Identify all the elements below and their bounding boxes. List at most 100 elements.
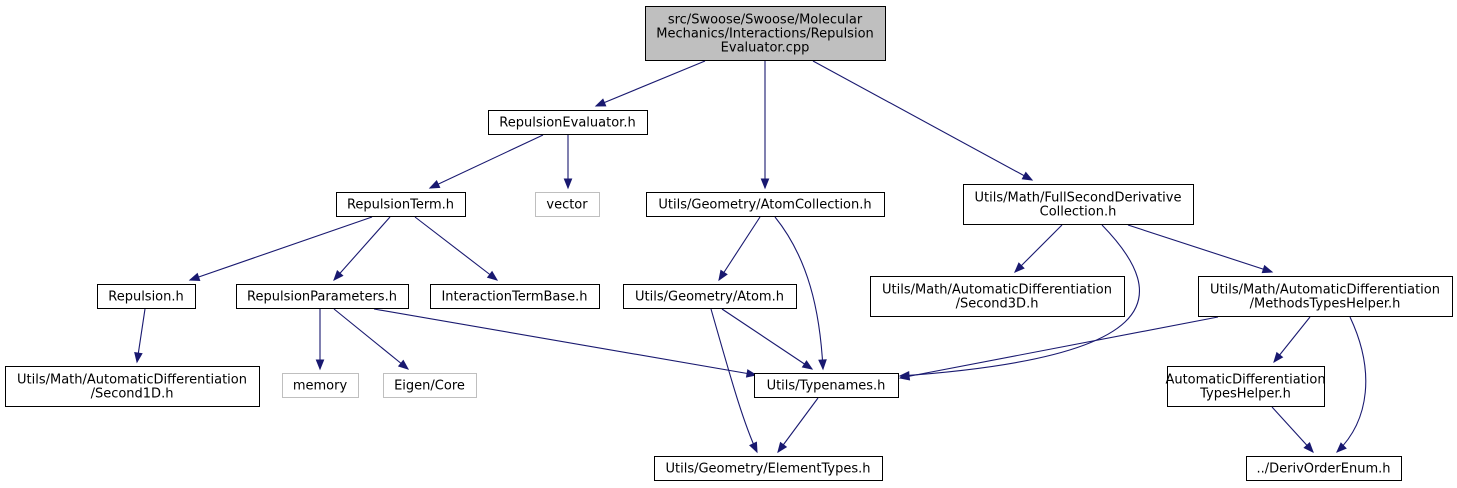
node-repulsion-term-h[interactable]: RepulsionTerm.h <box>336 192 466 217</box>
nodes-layer: src/Swoose/Swoose/MolecularMechanics/Int… <box>5 6 1453 481</box>
edges-layer <box>134 60 1367 454</box>
node-second1d-h[interactable]: Utils/Math/AutomaticDifferentiation/Seco… <box>5 366 260 407</box>
node-element-types-h[interactable]: Utils/Geometry/ElementTypes.h <box>654 456 883 481</box>
node-label-line: vector <box>546 198 588 213</box>
edge-methods_types_helper_h-to-ad_types_helper_h <box>1273 316 1311 364</box>
arrowhead <box>801 360 814 370</box>
edge-line <box>777 397 819 453</box>
node-second3d-h[interactable]: Utils/Math/AutomaticDifferentiation/Seco… <box>870 276 1125 317</box>
arrowhead <box>1336 442 1347 453</box>
node-repulsion-h[interactable]: Repulsion.h <box>97 284 196 309</box>
edge-line <box>1127 224 1273 273</box>
node-label-line: Utils/Geometry/AtomCollection.h <box>658 198 871 213</box>
node-box <box>646 192 885 217</box>
edge-line <box>1014 224 1063 273</box>
edge-repulsion_evaluator_h-to-repulsion_term_h <box>428 134 544 189</box>
edge-line <box>333 216 391 281</box>
node-atom-collection-h[interactable]: Utils/Geometry/AtomCollection.h <box>646 192 885 217</box>
edge-methods_types_helper_h-to-deriv_order_enum_h <box>1336 316 1367 453</box>
arrowhead <box>188 272 201 281</box>
edge-root-to-full_second_derivative_h <box>812 60 1034 181</box>
edge-line <box>373 308 757 376</box>
node-label-line: src/Swoose/Swoose/Molecular <box>668 13 863 28</box>
arrowhead <box>486 270 499 281</box>
edge-repulsion_term_h-to-repulsion_h <box>188 216 373 281</box>
edge-line <box>721 308 813 370</box>
edge-line <box>595 60 706 107</box>
edge-line <box>414 216 498 281</box>
edge-ad_types_helper_h-to-deriv_order_enum_h <box>1271 406 1314 453</box>
edge-repulsion_term_h-to-repulsion_parameters_h <box>333 216 391 282</box>
node-box <box>5 366 260 407</box>
edge-line <box>899 316 1219 379</box>
edge-line <box>774 216 824 370</box>
node-box <box>1167 366 1325 407</box>
node-label-line: TypesHelper.h <box>1199 387 1291 402</box>
node-box <box>535 192 600 217</box>
node-label-line: Utils/Math/AutomaticDifferentiation <box>17 373 247 388</box>
arrowhead <box>397 359 410 370</box>
node-box <box>383 373 477 398</box>
node-box <box>488 110 648 135</box>
node-repulsion-evaluator-h[interactable]: RepulsionEvaluator.h <box>488 110 648 135</box>
node-repulsion-parameters-h[interactable]: RepulsionParameters.h <box>236 284 409 309</box>
node-full-second-derivative-h[interactable]: Utils/Math/FullSecondDerivativeCollectio… <box>963 184 1194 225</box>
arrowhead <box>745 369 758 378</box>
node-label-line: Mechanics/Interactions/Repulsion <box>656 27 874 42</box>
node-typenames-h[interactable]: Utils/Typenames.h <box>754 373 899 398</box>
node-box <box>754 373 899 398</box>
arrowhead <box>1261 264 1274 274</box>
node-box <box>963 184 1194 225</box>
edge-line <box>1336 316 1367 453</box>
edge-atom_h-to-typenames_h <box>721 308 814 370</box>
node-deriv-order-enum-h[interactable]: ../DerivOrderEnum.h <box>1246 456 1402 481</box>
edge-repulsion_h-to-second1d_h <box>134 308 146 364</box>
node-vector[interactable]: vector <box>535 192 600 217</box>
node-label-line: /Second1D.h <box>91 387 174 402</box>
edge-line <box>718 216 761 281</box>
node-label-line: Utils/Typenames.h <box>767 379 886 394</box>
edge-root-to-repulsion_evaluator_h <box>594 60 706 107</box>
node-label-line: Utils/Math/FullSecondDerivative <box>975 191 1182 206</box>
edge-atom_collection_h-to-atom_h <box>718 216 761 282</box>
arrowhead <box>777 441 788 454</box>
node-eigen-core[interactable]: Eigen/Core <box>383 373 477 398</box>
edge-line <box>1273 316 1311 363</box>
arrowhead <box>1014 262 1025 273</box>
arrowhead <box>428 180 441 189</box>
node-label-line: Repulsion.h <box>108 290 184 305</box>
arrowhead <box>898 371 911 381</box>
node-box <box>623 284 797 309</box>
edge-methods_types_helper_h-to-typenames_h <box>898 316 1219 381</box>
node-box <box>645 6 886 61</box>
node-label-line: Utils/Math/AutomaticDifferentiation <box>1210 283 1440 298</box>
node-methods-types-helper-h[interactable]: Utils/Math/AutomaticDifferentiation/Meth… <box>1198 276 1453 317</box>
node-label-line: AutomaticDifferentiation <box>1165 373 1325 388</box>
edge-full_second_derivative_h-to-methods_types_helper_h <box>1127 224 1274 274</box>
node-interaction-term-base-h[interactable]: InteractionTermBase.h <box>430 284 600 309</box>
arrowhead <box>718 269 728 282</box>
node-box <box>1246 456 1402 481</box>
arrowhead <box>134 351 143 364</box>
node-box <box>282 373 359 398</box>
node-root[interactable]: src/Swoose/Swoose/MolecularMechanics/Int… <box>645 6 886 61</box>
edge-line <box>812 60 1033 181</box>
node-box <box>97 284 196 309</box>
node-label-line: Evaluator.cpp <box>721 41 810 56</box>
arrowhead <box>760 178 770 190</box>
node-box <box>1198 276 1453 317</box>
node-label-line: Utils/Geometry/Atom.h <box>635 290 784 305</box>
node-atom-h[interactable]: Utils/Geometry/Atom.h <box>623 284 797 309</box>
edge-line <box>899 224 1140 377</box>
edge-line <box>189 216 373 281</box>
node-label-line: RepulsionTerm.h <box>347 198 454 213</box>
node-label-line: InteractionTermBase.h <box>441 290 587 305</box>
node-memory[interactable]: memory <box>282 373 359 398</box>
node-label-line: ../DerivOrderEnum.h <box>1257 462 1391 477</box>
arrowhead <box>749 441 758 454</box>
arrowhead <box>594 98 607 107</box>
edge-atom_collection_h-to-typenames_h <box>774 216 827 371</box>
node-label-line: Utils/Math/AutomaticDifferentiation <box>882 283 1112 298</box>
